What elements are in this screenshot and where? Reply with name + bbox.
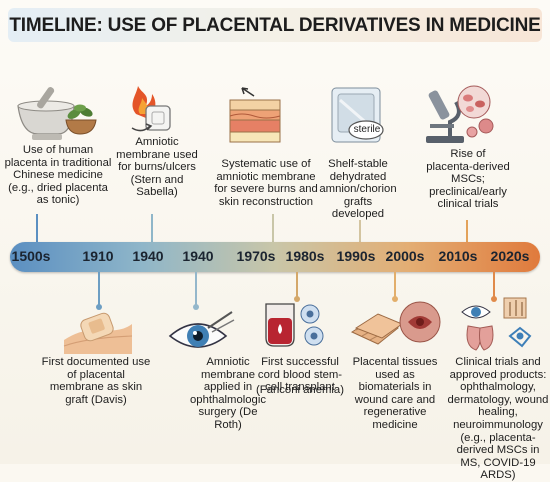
stem-dot-2020s [491,296,497,302]
era-label-2000s: 2000s [385,248,425,264]
event-1940-top-text: Amniotic membrane used for burns/ulcers … [116,136,198,199]
sterile-package-icon [331,87,384,143]
stem-1970s [272,214,274,242]
stem-1980s [296,272,298,298]
skin-layers-icon [229,87,281,143]
event-2000s-text: Placental tissues used as biomaterials i… [352,356,438,431]
era-label-1940b: 1940 [182,248,214,264]
stem-1940-top [151,214,153,242]
stem-1940-bottom [195,272,197,306]
stem-dot-1910 [96,304,102,310]
era-label-1990s: 1990s [336,248,376,264]
event-1980s-subtext: (Fanconi anemia) [256,384,344,396]
stem-1990s [359,220,361,242]
event-2020s-text: Clinical trials and approved products: o… [447,356,549,482]
biomaterial-wound-icon [350,301,441,345]
event-1990s-text: Shelf-stable dehydrated amnion/chorion g… [319,158,397,221]
burn-dressing-icon [131,86,171,132]
mortar-pestle-herbs-icon [17,87,97,140]
event-1970s-text: Systematic use of amniotic membrane for … [214,158,318,208]
stem-1500s [36,214,38,242]
era-label-1910: 1910 [82,248,114,264]
microscope-icon [426,85,494,143]
timeline-bar [10,242,540,272]
skin-graft-bandage-icon [63,312,133,354]
era-label-1940a: 1940 [132,248,164,264]
event-1910-text: First documented use of placental membra… [41,356,151,406]
stem-dot-1980s [294,296,300,302]
stem-dot-2000s [392,296,398,302]
blood-bag-cells-icon [265,303,324,347]
stem-2020s [493,272,495,298]
organs-cluster-icon [461,297,532,351]
eye-surgery-icon [168,311,235,348]
era-label-1970s: 1970s [236,248,276,264]
stem-dot-1940 [193,304,199,310]
sterile-badge: sterile [353,124,381,135]
event-1500s-text: Use of human placenta in traditional Chi… [4,144,112,207]
stem-2000s [394,272,396,298]
era-label-2010s: 2010s [438,248,478,264]
page-title: TIMELINE: USE OF PLACENTAL DERIVATIVES I… [9,15,541,36]
era-label-1980s: 1980s [285,248,325,264]
era-label-2020s: 2020s [490,248,530,264]
era-label-1500s: 1500s [11,248,51,264]
stem-2010s [466,220,468,242]
event-1980s-text: First successful cord blood stem-cell tr… [257,356,343,394]
event-2010s-text: Rise of placenta-derived MSCs; preclinic… [426,148,510,211]
event-1940-bottom-text: Amniotic membrane applied in ophthalmolo… [190,356,266,431]
title-band [8,8,542,42]
stem-1910 [98,272,100,306]
